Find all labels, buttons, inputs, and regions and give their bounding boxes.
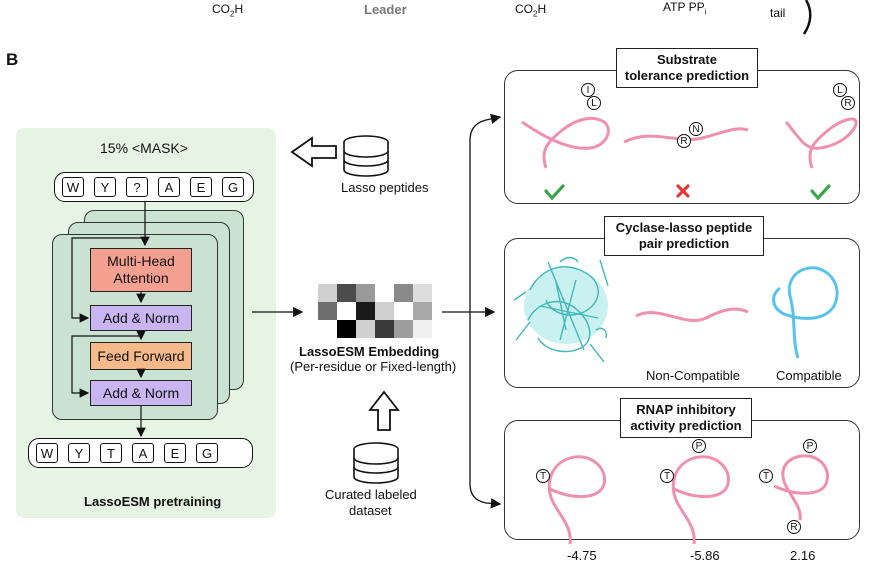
input-token: Y [94,177,116,197]
non-compatible-label: Non-Compatible [646,368,740,383]
embedding-cell [413,302,432,320]
database-icon [343,135,389,177]
input-token: A [158,177,180,197]
embedding-cell [318,284,337,302]
embedding-cell [337,320,356,338]
residue-circle: T [660,469,674,483]
output-token: Y [68,443,90,463]
embedding-grid [318,284,434,340]
protein-structure-icon [513,256,609,363]
input-token: ? [126,177,148,197]
input-token: W [62,177,84,197]
residue-circle: P [803,439,817,453]
compatible-peptide [772,266,839,359]
embedding-cell [413,284,432,302]
rnap-peptide-2 [671,455,731,545]
residue-circle: T [536,469,550,483]
lasso-peptide-2 [784,117,858,169]
hollow-arrow-left [290,136,337,168]
embedding-cell [337,284,356,302]
embedding-cell [375,320,394,338]
residue-circle: N [689,122,703,136]
residue-circle: T [759,469,773,483]
residue-circle: P [692,439,706,453]
curated-label-line2: dataset [349,503,392,518]
cross-icon [676,184,690,198]
embedding-cell [356,320,375,338]
embedding-cell [337,302,356,320]
linear-peptide [623,127,749,144]
panel-label: B [6,50,19,69]
residue-circle: R [787,520,801,534]
embedding-cell [356,302,375,320]
residue-circle: R [677,134,691,148]
embedding-cell [375,284,394,302]
top-tail: tail [770,6,786,20]
output-token: G [196,443,218,463]
residue-circle: I [581,83,595,97]
top-co2h-left: CO2H [212,2,244,19]
output-token: E [164,443,186,463]
embedding-cell [394,284,413,302]
output-token: T [100,443,122,463]
output-token: A [132,443,154,463]
top-atp: ATP PPi [663,0,707,17]
embedding-title: LassoESM Embedding [299,344,440,359]
rnap-value-1: -4.75 [567,548,597,563]
rnap-peptide-3 [773,454,829,521]
embedding-cell [356,284,375,302]
compatible-label: Compatible [776,368,842,383]
residue-circle: L [833,83,847,97]
mask-label: 15% <MASK> [100,140,188,156]
embedding-cell [375,302,394,320]
embedding-cell [318,320,337,338]
embedding-cell [394,320,413,338]
embedding-cell [318,302,337,320]
hollow-arrow-up [368,390,400,431]
residue-circle: R [841,96,855,110]
embedding-cell [413,320,432,338]
curated-label-line1: Curated labeled [325,487,417,502]
lasso-peptides-label: Lasso peptides [341,180,429,195]
input-token-row [54,172,254,202]
rnap-value-3: 2.16 [790,548,816,563]
top-leader: Leader [364,2,407,17]
rnap-peptide-1 [547,455,607,545]
input-token: G [222,177,244,197]
embedding-subtitle: (Per-residue or Fixed-length) [290,359,457,374]
embedding-cell [394,302,413,320]
top-co2h-right: CO2H [515,2,547,19]
pretraining-title: LassoESM pretraining [84,494,222,509]
add-norm-block-1: Add & Norm [90,305,192,331]
rnap-value-2: -5.86 [690,548,720,563]
residue-circle: L [587,96,601,110]
check-icon [810,184,831,201]
add-norm-block-2: Add & Norm [90,380,192,406]
check-icon [544,184,565,201]
input-token: E [190,177,212,197]
lasso-peptide-1 [521,116,610,169]
output-token: W [36,443,58,463]
non-compatible-peptide [635,307,749,322]
tail-curve [802,0,812,35]
database-icon [353,442,399,484]
